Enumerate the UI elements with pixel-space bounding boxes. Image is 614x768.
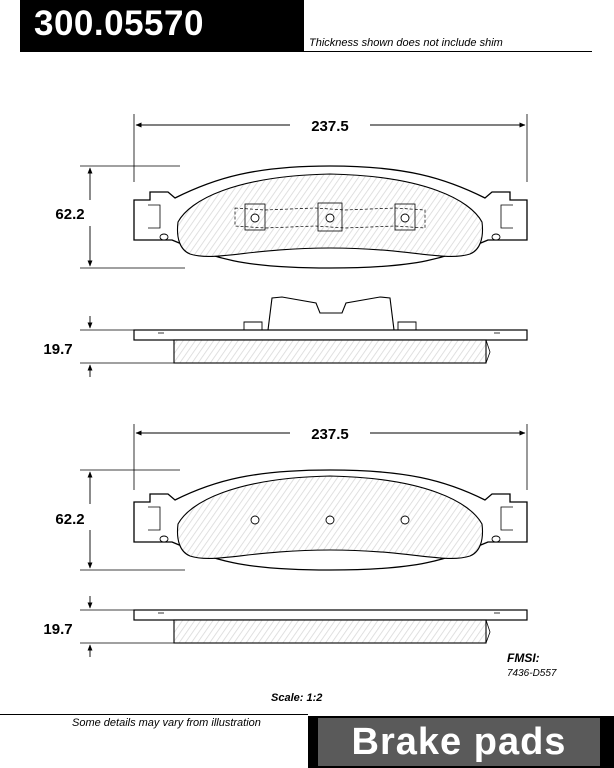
clip-tab-right [394, 203, 416, 231]
thickness-dimension-2: 19.7 [43, 621, 72, 638]
side-chamfer [485, 339, 491, 364]
pad-side-view-2: 19.7 [43, 596, 528, 657]
fmsi-value: 7436-D557 [507, 668, 557, 679]
right-ear-hole [491, 233, 501, 241]
side-friction-material-2 [173, 619, 487, 644]
clip-tab-left [244, 203, 266, 231]
thickness-dimension: 19.7 [43, 341, 72, 358]
rivet-center [325, 213, 335, 223]
side-chamfer-2 [485, 619, 491, 644]
rivet-left [250, 213, 260, 223]
product-title: Brake pads [318, 718, 600, 766]
width-dimension-2: 237.5 [311, 426, 349, 443]
side-backing-plate-2 [133, 609, 528, 621]
right-ear-hole-2 [491, 535, 501, 543]
height-dimension: 62.2 [55, 206, 84, 223]
side-backing-plate [133, 329, 528, 341]
width-dimension: 237.5 [311, 118, 349, 135]
right-ear-slot [500, 204, 513, 229]
header-rule [304, 51, 592, 52]
thickness-note: Thickness shown does not include shim [309, 37, 503, 49]
side-friction-material [173, 339, 487, 364]
left-ear-slot [148, 204, 161, 229]
footer-rule [0, 714, 308, 715]
rivet-right [400, 213, 410, 223]
height-dimension-2: 62.2 [55, 511, 84, 528]
rivet-center-2 [325, 515, 335, 525]
right-ear-slot-2 [500, 506, 513, 531]
side-spring-clip [267, 296, 395, 331]
pad-side-view-1: 19.7 [43, 296, 528, 377]
part-number: 300.05570 [20, 0, 304, 52]
rivet-left-2 [250, 515, 260, 525]
left-ear-slot-2 [148, 506, 161, 531]
shim-outline [234, 207, 426, 229]
clip-tab-center [317, 202, 343, 232]
side-clip-feet [243, 321, 417, 330]
left-ear-hole [159, 233, 169, 241]
fmsi-label: FMSI: [507, 651, 540, 665]
pad-front-view-1: 237.5 62.2 [55, 114, 528, 269]
illustration-note: Some details may vary from illustration [72, 717, 261, 729]
rivet-right-2 [400, 515, 410, 525]
scale-label: Scale: 1:2 [271, 692, 323, 704]
left-ear-hole-2 [159, 535, 169, 543]
pad-front-view-2: 237.5 62.2 [55, 424, 528, 571]
